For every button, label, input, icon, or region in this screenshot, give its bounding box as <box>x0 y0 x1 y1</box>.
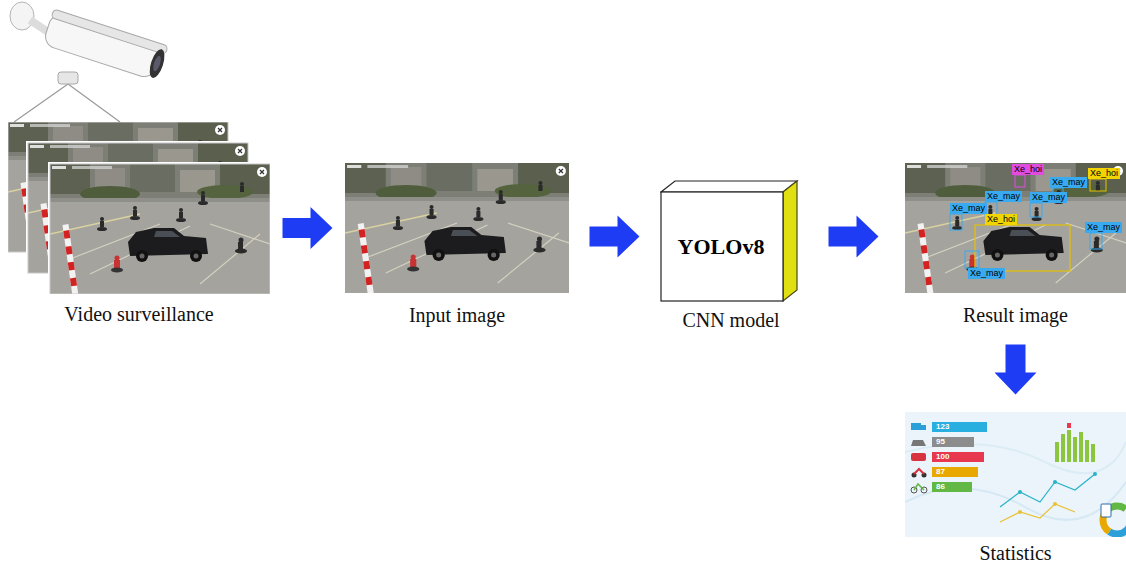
count-value: 95 <box>934 437 947 447</box>
class-tag: Xe_hoi <box>1012 164 1044 175</box>
node-caption: Statistics <box>979 542 1051 564</box>
process-node: Result image <box>905 163 1126 327</box>
count-value: 87 <box>934 467 947 477</box>
camera-leader <box>14 84 120 122</box>
class-tag: Xe_may <box>1085 222 1122 233</box>
count-value: 123 <box>934 422 951 432</box>
process-node: YOLOv8CNN model <box>660 180 802 332</box>
caption-row: Video surveillance <box>8 302 270 326</box>
node-caption: Result image <box>963 304 1068 326</box>
process-node: Video surveillance <box>8 122 270 326</box>
flow-arrow <box>283 207 333 249</box>
caption-row: Statistics <box>905 541 1126 565</box>
caption-row: Input image <box>345 303 569 327</box>
input-photo <box>345 163 569 293</box>
image-area <box>345 163 569 293</box>
class-tag: Xe_hoi <box>985 214 1017 225</box>
class-tag: Xe_may <box>985 191 1022 202</box>
caption-row: CNN model <box>660 308 802 332</box>
count-value: 100 <box>934 452 951 462</box>
class-tag: Xe_may <box>950 203 987 214</box>
count-value: 86 <box>934 482 947 492</box>
flow-arrow <box>995 345 1037 395</box>
class-tag: Xe_hoi <box>1088 168 1120 179</box>
image-area: YOLOv8 <box>660 192 782 302</box>
model-name: YOLOv8 <box>678 234 765 260</box>
node-caption: Input image <box>409 304 505 326</box>
process-node: Input image <box>345 163 569 327</box>
cctv-camera <box>10 2 169 84</box>
class-tag: Xe_may <box>1030 192 1067 203</box>
node-caption: Video surveillance <box>64 303 213 325</box>
video-frames <box>8 122 270 294</box>
flow-arrow <box>829 216 879 258</box>
node-caption: CNN model <box>682 309 779 331</box>
class-tag: Xe_may <box>1050 177 1087 188</box>
class-tag: Xe_may <box>968 268 1005 279</box>
caption-row: Result image <box>905 303 1126 327</box>
flow-arrow <box>590 216 640 258</box>
image-area <box>8 122 270 294</box>
